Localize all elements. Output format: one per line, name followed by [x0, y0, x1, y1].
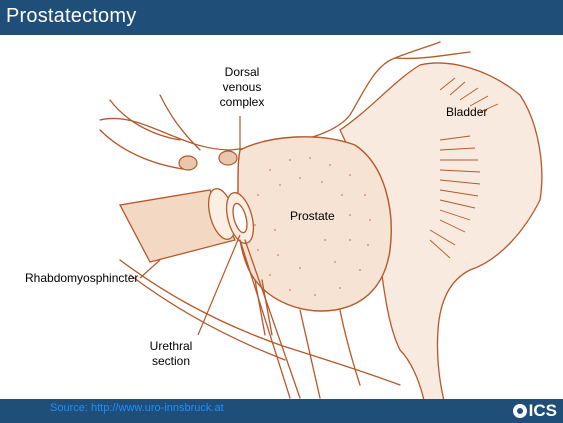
- label-dorsal-venous-complex: Dorsal venous complex: [208, 65, 276, 110]
- label-prostate: Prostate: [290, 209, 335, 224]
- label-bladder: Bladder: [446, 105, 487, 120]
- rhabdomyosphincter-shape: [120, 186, 258, 262]
- label-urethral-section: Urethral section: [142, 339, 200, 369]
- label-rhabdomyosphincter: Rhabdomyosphincter: [25, 271, 138, 286]
- ics-logo-text: ICS: [529, 401, 557, 421]
- source-link[interactable]: Source: http://www.uro-innsbruck.at: [50, 402, 224, 414]
- title-bar: Prostatectomy: [0, 0, 563, 35]
- prostatectomy-illustration: [0, 35, 563, 399]
- label-dorsal-line-1: Dorsal: [208, 65, 276, 80]
- ics-logo-icon: [513, 404, 527, 418]
- dorsal-venous-complex: [179, 151, 237, 170]
- label-urethral-line-1: Urethral: [142, 339, 200, 354]
- label-urethral-line-2: section: [142, 354, 200, 369]
- footer-bar: Source: http://www.uro-innsbruck.at ICS: [0, 399, 563, 423]
- slide-title: Prostatectomy: [6, 5, 136, 28]
- label-dorsal-line-2: venous: [208, 80, 276, 95]
- ics-logo: ICS: [513, 400, 557, 422]
- label-dorsal-line-3: complex: [208, 95, 276, 110]
